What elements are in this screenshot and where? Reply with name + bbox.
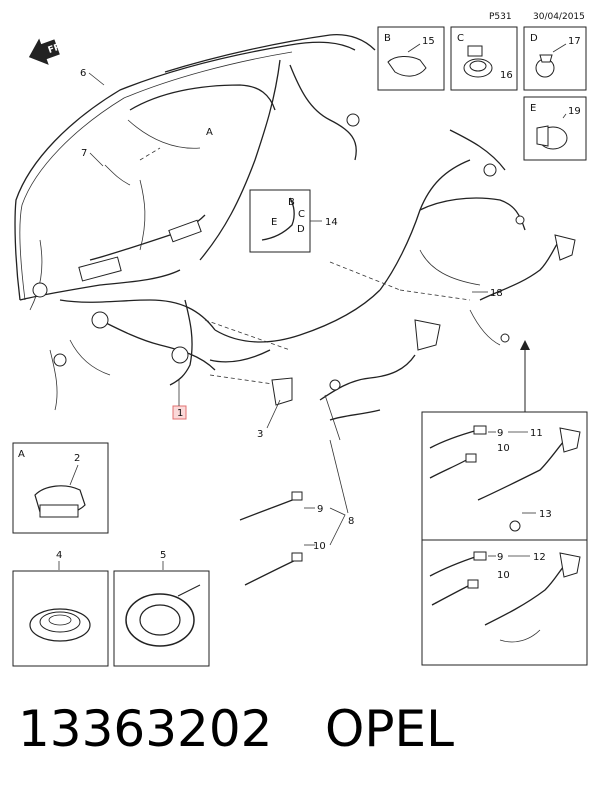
wiring-harness-diagram: P531 30/04/2015 FRT bbox=[12, 12, 588, 667]
callout-19: 19 bbox=[568, 106, 581, 117]
callout-14: 14 bbox=[325, 217, 338, 228]
detail-box-d: D 17 bbox=[523, 26, 587, 91]
panel-11: 9 11 10 13 bbox=[421, 411, 588, 541]
detail-box-a-letter: A bbox=[18, 449, 25, 460]
center-harness-drawing bbox=[271, 319, 441, 441]
callout-8: 8 bbox=[348, 516, 354, 527]
panel-12: 9 12 10 bbox=[421, 539, 588, 666]
front-direction-arrow-icon: FRT bbox=[28, 38, 69, 65]
brand-name: OPEL bbox=[325, 700, 454, 758]
callout-10-panel-11: 10 bbox=[497, 443, 510, 454]
callout-9-panel-12: 9 bbox=[497, 552, 503, 563]
tape-item-5: 5 bbox=[113, 550, 210, 667]
callout-18: 18 bbox=[490, 288, 503, 299]
page-code: P531 bbox=[489, 12, 512, 22]
inset-letter-e: E bbox=[271, 217, 277, 228]
part-number: 13363202 bbox=[18, 700, 273, 758]
inset-letter-c: C bbox=[298, 209, 305, 220]
detail-box-a: A 2 bbox=[12, 442, 109, 534]
callout-12: 12 bbox=[533, 552, 546, 563]
callout-10-center: 10 bbox=[313, 541, 326, 552]
detail-box-c-letter: C bbox=[457, 33, 464, 44]
rear-harness-drawing bbox=[469, 234, 576, 346]
callout-17: 17 bbox=[568, 36, 581, 47]
detail-box-b-letter: B bbox=[384, 33, 391, 44]
callout-16: 16 bbox=[500, 70, 513, 81]
up-arrow-icon bbox=[520, 340, 530, 350]
callout-7: 7 bbox=[81, 148, 87, 159]
inset-14-frame bbox=[249, 189, 311, 253]
callout-9-center: 9 bbox=[317, 504, 323, 515]
harness-pair-8: 9 10 8 bbox=[239, 439, 354, 586]
callout-1: 1 bbox=[177, 408, 183, 419]
detail-box-e-letter: E bbox=[530, 103, 536, 114]
inset-letter-d: D bbox=[297, 224, 305, 235]
detail-box-b: B 15 bbox=[377, 26, 445, 91]
detail-box-c: C 16 bbox=[450, 26, 518, 91]
callout-13: 13 bbox=[539, 509, 552, 520]
page-date: 30/04/2015 bbox=[533, 12, 585, 22]
callout-2: 2 bbox=[74, 453, 80, 464]
detail-box-e: E 19 bbox=[523, 96, 587, 161]
callout-5: 5 bbox=[160, 550, 166, 561]
inset-letter-b: B bbox=[288, 197, 295, 208]
detail-marker-a: A bbox=[206, 127, 213, 138]
callout-4: 4 bbox=[56, 550, 62, 561]
callout-6: 6 bbox=[80, 68, 86, 79]
callout-15: 15 bbox=[422, 36, 435, 47]
callout-11: 11 bbox=[530, 428, 543, 439]
tape-item-4: 4 bbox=[12, 550, 109, 667]
callout-1-highlight bbox=[172, 405, 187, 420]
callout-3: 3 bbox=[257, 429, 263, 440]
detail-box-d-letter: D bbox=[530, 33, 538, 44]
callout-10-panel-12: 10 bbox=[497, 570, 510, 581]
main-harness-drawing bbox=[14, 34, 526, 411]
callout-9-panel-11: 9 bbox=[497, 428, 503, 439]
